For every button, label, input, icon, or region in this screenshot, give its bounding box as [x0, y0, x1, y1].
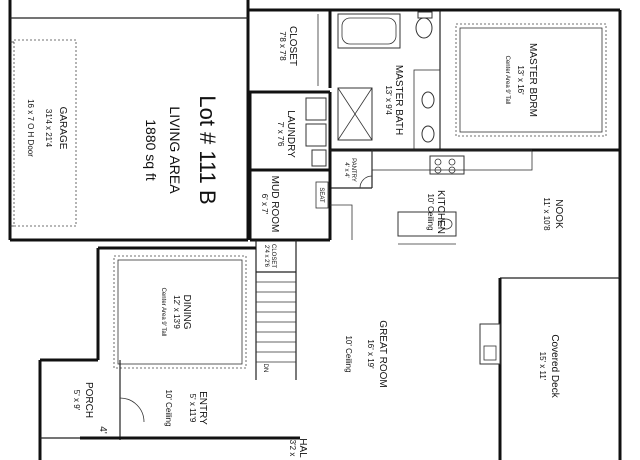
labels: Lot # 111 B LIVING AREA 1880 sq ft GARAG… — [26, 26, 564, 458]
laundry-size: 7' x 7'6 — [276, 122, 285, 147]
master-bath-label: MASTER BATH — [393, 65, 404, 135]
laundry-label: LAUNDRY — [285, 110, 296, 158]
seat-label: SEAT — [318, 187, 324, 203]
covered-deck-size: 15' x 11' — [538, 352, 547, 381]
title-living-area: LIVING AREA — [167, 106, 183, 194]
kitchen-area — [371, 149, 533, 245]
porch-size: 5' x 9' — [72, 390, 81, 411]
hall-size: 3'2 x — [288, 440, 297, 457]
entry-size: 5' x 11'9 — [188, 394, 197, 423]
kitchen-island — [397, 211, 457, 237]
mud-room-size: 6' x 7' — [260, 194, 269, 215]
entry-area — [38, 358, 300, 460]
cooktop — [429, 155, 465, 175]
stair-treads — [256, 281, 296, 363]
nook-size: 11' x 10'8 — [542, 197, 551, 231]
garage-label: GARAGE — [57, 107, 68, 150]
dining-size: 12' x 13'9 — [172, 295, 181, 329]
laundry-area — [248, 92, 332, 172]
covered-deck-label: Covered Deck — [549, 334, 560, 398]
washer — [305, 97, 327, 121]
great-room-label: GREAT ROOM — [377, 320, 388, 387]
pantry-label: PANTRY — [350, 158, 356, 182]
small-closet-size: 2'4 x 2'6 — [263, 245, 269, 268]
dining-note: Center Area 9' Tall — [160, 288, 166, 337]
nook-area — [500, 148, 622, 279]
toilet — [415, 17, 433, 39]
master-bdrm-label: MASTER BDRM — [527, 43, 538, 117]
garage-door-label: 16 x 7 O H Door — [26, 99, 35, 157]
pantry-size: 4' x 4' — [343, 162, 349, 177]
master-bdrm-note: Center Area 9' Tall — [504, 56, 510, 105]
closet-label: CLOSET — [287, 26, 298, 66]
dining-label: DINING — [181, 295, 192, 330]
master-ceiling-outline — [455, 23, 607, 137]
stair-down-label: DN — [262, 364, 268, 373]
garage-size: 31'4 x 21'4 — [44, 109, 53, 148]
kitchen-note: 10' Ceiling — [426, 193, 435, 230]
dining-ceiling-outline — [113, 255, 247, 369]
closet-size: 7'8 x 7'8 — [278, 31, 287, 61]
master-bdrm-size: 13' x 16' — [516, 65, 525, 95]
fireplace — [479, 323, 501, 365]
kitchen-label: KITCHEN — [435, 190, 446, 234]
title-sqft: 1880 sq ft — [143, 119, 159, 181]
master-bath-size: 13' x 9'4 — [384, 85, 393, 115]
hall-label: HAL — [297, 438, 308, 458]
porch-label: PORCH — [83, 382, 94, 418]
title-lot: Lot # 111 B — [195, 95, 220, 204]
entry-note: 10' Ceiling — [164, 389, 173, 426]
bathtub — [337, 13, 401, 49]
great-room-size: 16' x 19' — [366, 339, 375, 369]
nook-label: NOOK — [553, 199, 564, 229]
master-bath-area — [330, 8, 441, 152]
closet-area — [248, 8, 332, 94]
stair-area — [255, 240, 297, 380]
seat-bench — [315, 181, 329, 209]
garage-area — [8, 0, 250, 242]
great-room-area — [479, 278, 622, 460]
porch-dimension: 4' — [97, 426, 108, 434]
dryer — [305, 123, 327, 147]
entry-label: ENTRY — [197, 391, 208, 425]
mud-room-label: MUD ROOM — [269, 176, 280, 233]
small-closet-label: CLOSET — [270, 244, 276, 268]
sink-1 — [421, 91, 435, 109]
great-room-note: 10' Ceiling — [344, 335, 353, 372]
dining-area — [96, 246, 256, 369]
sink-2 — [421, 125, 435, 143]
